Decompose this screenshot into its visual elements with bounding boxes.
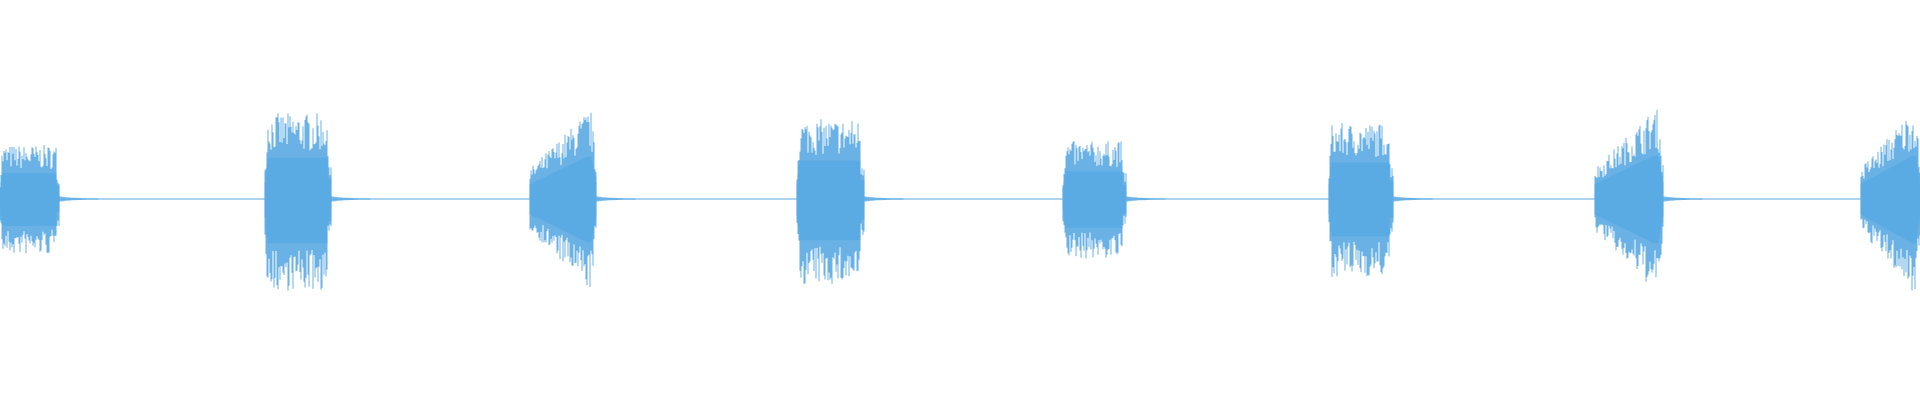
waveform-burst-7 bbox=[1594, 109, 1703, 282]
waveform-burst-tail bbox=[58, 196, 99, 202]
waveform-burst-8 bbox=[1860, 120, 1920, 291]
waveform-burst-core bbox=[0, 173, 60, 226]
waveform-burst-tail bbox=[1125, 196, 1166, 202]
waveform-burst-tail bbox=[1392, 196, 1433, 202]
waveform-burst-6 bbox=[1328, 123, 1433, 277]
waveform-burst-core bbox=[529, 156, 597, 243]
waveform-bursts bbox=[0, 109, 1920, 291]
waveform-burst-tail bbox=[1662, 196, 1703, 202]
waveform-burst-core bbox=[796, 160, 865, 241]
waveform-burst-5 bbox=[1062, 141, 1166, 259]
waveform-burst-2 bbox=[264, 113, 371, 291]
waveform-burst-tail bbox=[330, 196, 371, 202]
waveform-burst-core bbox=[1860, 155, 1920, 244]
waveform-burst-tail bbox=[595, 196, 636, 202]
waveform-burst-core bbox=[264, 157, 332, 244]
waveform-burst-tail bbox=[863, 196, 904, 202]
waveform-burst-core bbox=[1328, 162, 1394, 237]
waveform-burst-4 bbox=[796, 119, 904, 284]
waveform-burst-3 bbox=[529, 112, 636, 287]
waveform-burst-core bbox=[1062, 171, 1127, 228]
waveform-burst-core bbox=[1594, 155, 1664, 244]
waveform-burst-1 bbox=[0, 145, 99, 254]
